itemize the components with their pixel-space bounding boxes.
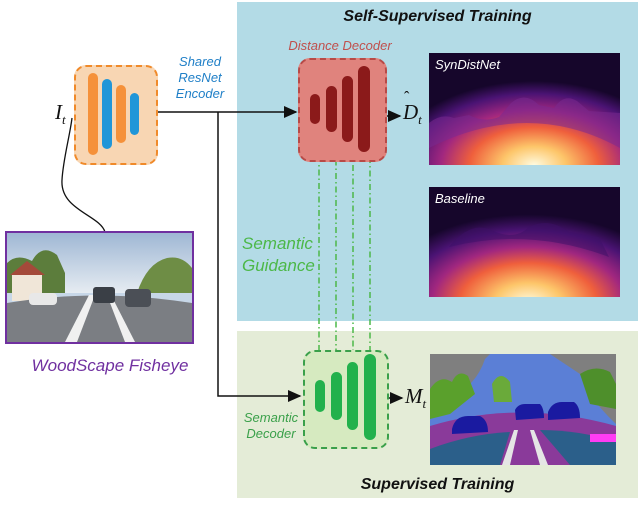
depth-output-symbol: D ˆ t bbox=[403, 89, 422, 128]
mask-symbol-letter: M bbox=[405, 384, 423, 408]
input-symbol: It bbox=[55, 100, 66, 128]
self-supervised-title: Self-Supervised Training bbox=[343, 8, 532, 25]
seg-layer-2 bbox=[331, 372, 342, 420]
seg-layer-4 bbox=[364, 354, 376, 440]
input-symbol-subscript: t bbox=[62, 112, 66, 128]
semantic-decoder-label-line1: Semantic bbox=[243, 410, 299, 425]
input-symbol-letter: I bbox=[55, 100, 62, 124]
mask-symbol-subscript: t bbox=[422, 396, 427, 412]
mask-output-symbol: Mt bbox=[405, 384, 426, 412]
supervised-title: Supervised Training bbox=[360, 476, 515, 493]
distance-decoder-label: Distance Decoder bbox=[288, 38, 392, 53]
semantic-guidance-line1: Semantic bbox=[242, 234, 313, 253]
semantic-guidance-label: Semantic Guidance bbox=[242, 233, 315, 277]
semantic-decoder-label-line2: Decoder bbox=[246, 426, 296, 441]
seg-layer-3 bbox=[347, 362, 358, 430]
encoder-label: Shared ResNet Encoder bbox=[160, 54, 240, 102]
encoder-label-line2: ResNet bbox=[178, 70, 222, 85]
distance-decoder-block bbox=[298, 58, 387, 162]
decoder-layer-2 bbox=[326, 86, 337, 132]
depth-symbol-letter: D bbox=[403, 100, 419, 124]
shared-encoder-block bbox=[74, 65, 158, 165]
encoder-layer-1 bbox=[88, 73, 98, 155]
encoder-layer-2 bbox=[102, 79, 112, 149]
baseline-label: Baseline bbox=[435, 191, 485, 206]
seg-layer-1 bbox=[315, 380, 325, 412]
encoder-layer-3 bbox=[116, 85, 126, 143]
encoder-layer-4 bbox=[130, 93, 139, 135]
semantic-decoder-block bbox=[303, 350, 389, 449]
semantic-guidance-line2: Guidance bbox=[242, 256, 315, 275]
semantic-decoder-label: Semantic Decoder bbox=[236, 410, 306, 442]
encoder-to-semantic-arrow bbox=[217, 112, 302, 402]
segmentation-mask-image bbox=[430, 354, 616, 465]
decoder-layer-3 bbox=[342, 76, 353, 142]
encoder-label-line3: Encoder bbox=[175, 86, 225, 101]
depth-symbol-subscript: t bbox=[418, 112, 422, 128]
baseline-depth-image: Baseline bbox=[429, 187, 620, 297]
encoder-label-line1: Shared bbox=[179, 54, 221, 69]
woodscape-input-image bbox=[5, 231, 194, 344]
decoder-layer-1 bbox=[310, 94, 320, 124]
input-connector bbox=[61, 117, 106, 233]
syndistnet-label: SynDistNet bbox=[435, 57, 501, 72]
decoder-layer-4 bbox=[358, 66, 370, 152]
woodscape-caption: WoodScape Fisheye bbox=[31, 356, 189, 375]
syndistnet-depth-image: SynDistNet bbox=[429, 53, 620, 165]
